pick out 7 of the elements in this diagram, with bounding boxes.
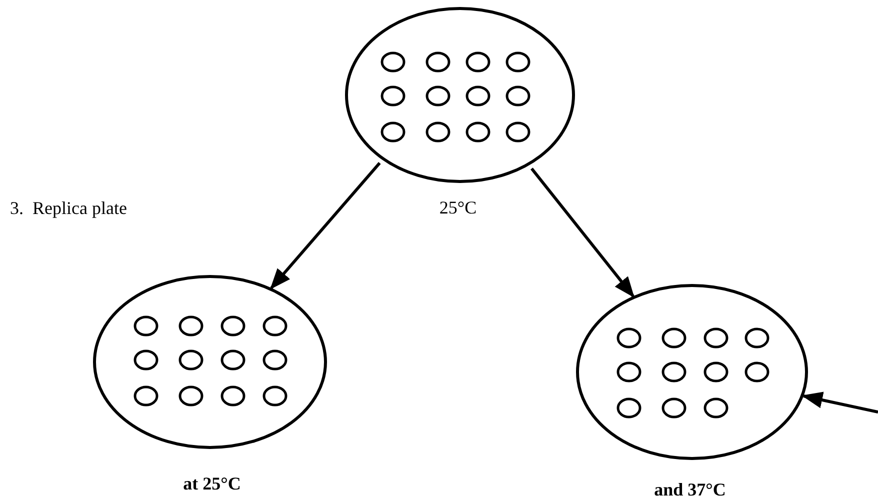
arrow <box>530 168 634 298</box>
temperature-label: at 25°C <box>183 474 241 494</box>
arrow <box>270 162 381 290</box>
arrow <box>802 392 878 414</box>
temperature-label: 25°C <box>439 198 477 218</box>
step-label: 3. Replica plate <box>10 198 127 219</box>
temperature-label: and 37°C <box>654 480 726 500</box>
